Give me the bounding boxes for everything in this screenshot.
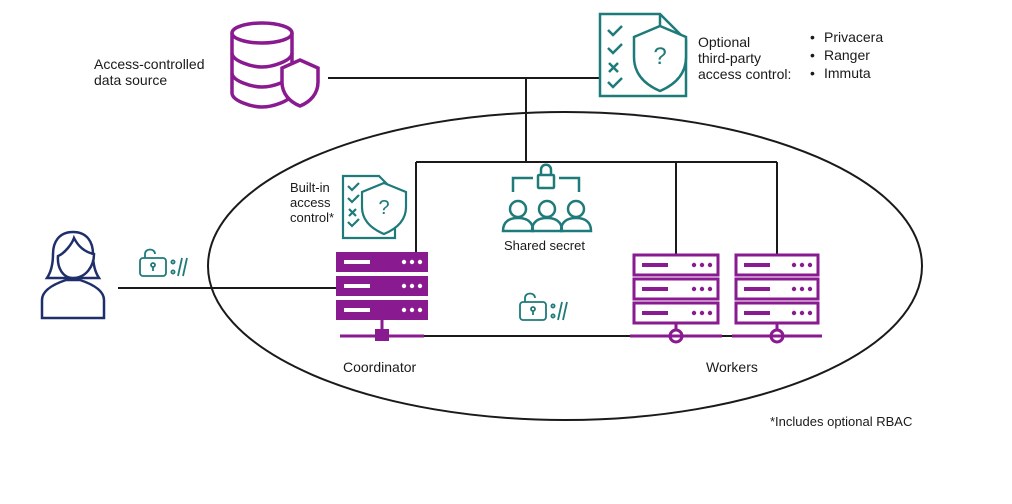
coordinator-server-icon (336, 252, 428, 341)
shared-secret-label: Shared secret (504, 238, 585, 253)
checklist-shield-icon: ? (598, 12, 688, 98)
workers-label: Workers (706, 359, 758, 375)
shared-secret-group-icon (501, 163, 593, 233)
database-icon (230, 21, 294, 109)
cluster-ellipse (207, 111, 923, 421)
data-source-label: Access-controlled data source (94, 56, 205, 88)
third-party-label: Optional third-party access control: (698, 34, 791, 82)
built-in-label: Built-in access control* (290, 180, 334, 225)
built-in-label-line1: Built-in (290, 180, 330, 195)
third-party-label-line2: third-party (698, 50, 762, 66)
option-privacera: Privacera (810, 28, 883, 46)
worker-server-icon-2 (732, 253, 822, 344)
lock-icon-2 (519, 292, 568, 321)
third-party-label-line3: access control: (698, 66, 792, 82)
lock-icon (139, 248, 188, 277)
svg-text:?: ? (653, 43, 666, 70)
data-source-label-line2: data source (94, 72, 168, 88)
third-party-options-list: Privacera Ranger Immuta (810, 28, 883, 82)
third-party-label-line1: Optional (698, 34, 751, 50)
worker-server-icon (630, 253, 722, 344)
data-source-label-line1: Access-controlled (94, 56, 205, 72)
built-in-label-line2: access (290, 195, 331, 210)
built-in-label-line3: control* (290, 210, 335, 225)
option-immuta: Immuta (810, 64, 883, 82)
builtin-checklist-shield-icon: ? (341, 174, 408, 240)
coordinator-label: Coordinator (343, 359, 417, 375)
footnote: *Includes optional RBAC (770, 414, 913, 429)
shield-icon (280, 58, 320, 108)
option-ranger: Ranger (810, 46, 883, 64)
svg-text:?: ? (378, 197, 389, 219)
user-icon (40, 230, 106, 320)
